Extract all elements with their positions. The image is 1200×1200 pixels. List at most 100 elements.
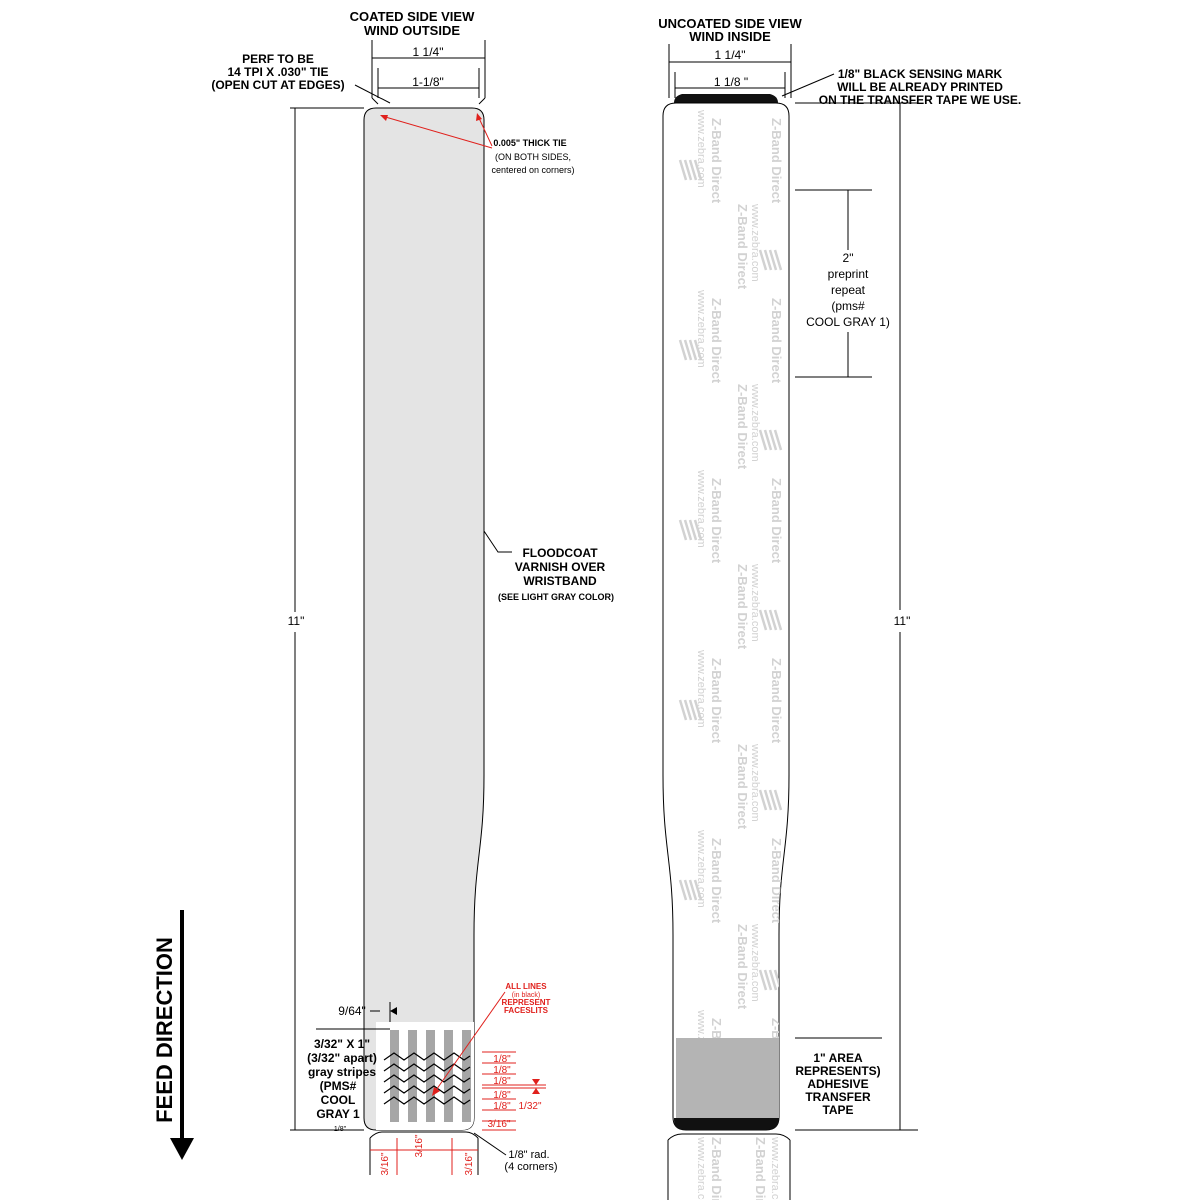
perf-tick [371, 97, 379, 105]
right-width-inner-label: 1 1/8 " [714, 75, 748, 89]
tie-note-line2: (ON BOTH SIDES, [495, 152, 571, 162]
watermark-brand-text: Z-Band Direct [709, 118, 724, 204]
alllines-line4: FACESLITS [504, 1006, 549, 1015]
inset-label: 9/64" [338, 1004, 366, 1018]
watermark-brand-text: Z-Band Direct [769, 658, 784, 744]
zebra-logo-icon [758, 609, 783, 631]
watermark-brand-text: Z-Band Direct [709, 838, 724, 924]
repeat-line3: repeat [831, 283, 866, 297]
watermark-brand-text: Z-Band Direct [709, 298, 724, 384]
gray-stripe [444, 1030, 453, 1122]
watermark-brand-text: Z-Band Direct [735, 744, 750, 830]
watermark-url-text: www.zebra.com [695, 1136, 707, 1200]
eighth-label-3: 1/8" [493, 1076, 511, 1087]
zebra-logo-icon [678, 339, 703, 361]
zebra-logo-icon [758, 789, 783, 811]
bottom-dim-label-3: 3/16" [464, 1152, 475, 1175]
repeat-line1: 2" [843, 251, 854, 265]
watermark-url-text: www.zebra.com [749, 383, 761, 462]
mark-note-line2: WILL BE ALREADY PRINTED [837, 80, 1003, 94]
radius-leader [473, 1132, 507, 1156]
inset-arrowhead [390, 1007, 397, 1015]
watermark-brand-text: Z-Band Direct [753, 1137, 768, 1200]
watermark-brand-text: Z-Band Direct [769, 118, 784, 204]
alllines-line3: REPRESENT [502, 998, 551, 1007]
feed-direction-indicator: FEED DIRECTION [152, 910, 194, 1160]
feed-direction-label: FEED DIRECTION [152, 937, 177, 1123]
zebra-logo-icon [678, 699, 703, 721]
watermark-url-text: www.zebra.com [749, 923, 761, 1002]
tie-arrowhead [380, 115, 388, 121]
watermark-brand-text: Z-Band Direct [709, 658, 724, 744]
right-width-overall-label: 1 1/4" [715, 48, 746, 62]
radius-note-line1: 1/8" rad. [508, 1149, 549, 1161]
coated-wristband-body [363, 107, 485, 1131]
alllines-arrowhead [432, 1087, 440, 1096]
watermark-url-text: www.zebra.com [749, 743, 761, 822]
eighth-label-4: 1/8" [493, 1090, 511, 1101]
watermark-brand-text: Z-Band Direct [735, 384, 750, 470]
tape-note-line2: REPRESENTS) [795, 1064, 880, 1078]
zebra-logo-icon [758, 429, 783, 451]
eighth-label-5: 1/8" [493, 1101, 511, 1112]
watermark-brand-text: Z-Band Direct [709, 478, 724, 564]
radius-note-line2: (4 corners) [504, 1161, 557, 1173]
perf-note-line2: 14 TPI X .030" TIE [227, 65, 328, 79]
tape-note-line1: 1" AREA [813, 1051, 863, 1065]
floodcoat-line2: VARNISH OVER [515, 560, 606, 574]
left-length-label: 11" [288, 614, 305, 628]
zebra-logo-icon [678, 519, 703, 541]
tie-leader-right [477, 115, 493, 147]
tie-arrowhead [476, 113, 482, 121]
stripes-note-line3: gray stripes [308, 1065, 376, 1079]
sixteenth-right-label: 3/16" [487, 1119, 510, 1130]
left-width-overall-label: 1 1/4" [413, 45, 444, 59]
stripes-note-line6: GRAY 1 [316, 1107, 360, 1121]
next-band-edge [369, 1131, 479, 1139]
right-title-line2: WIND INSIDE [689, 29, 771, 44]
tape-note-line3: ADHESIVE [807, 1077, 868, 1091]
zebra-logo-icon [678, 159, 703, 181]
coated-side-view: COATED SIDE VIEW WIND OUTSIDE 1 1/4" 1-1… [211, 9, 614, 1176]
eighth-label-1: 1/8" [493, 1054, 511, 1065]
repeat-line2: preprint [828, 267, 869, 281]
tape-note-line5: TAPE [822, 1103, 853, 1117]
watermark-brand-text: Z-Band Direct [709, 1137, 724, 1200]
thirty-second-arrowhead [532, 1088, 540, 1094]
uncoated-side-view: UNCOATED SIDE VIEW WIND INSIDE 1 1/4" 1 … [658, 16, 1021, 1200]
repeat-line5: COOL GRAY 1) [806, 315, 890, 329]
stripes-note-line2: (3/32" apart) [307, 1051, 377, 1065]
mark-leader-line [781, 73, 835, 97]
mark-note-line1: 1/8" BLACK SENSING MARK [838, 67, 1003, 81]
bottom-dim-label-2: 3/16" [414, 1134, 425, 1157]
stripes-note-line5: COOL [321, 1093, 356, 1107]
watermark-brand-text: Z-Band Direct [735, 924, 750, 1010]
right-title-line1: UNCOATED SIDE VIEW [658, 16, 802, 31]
next-band-edge [667, 1133, 791, 1141]
sensing-mark-top [674, 94, 778, 103]
stripes-note-line4: (PMS# [320, 1079, 357, 1093]
alllines-line1: ALL LINES [505, 982, 547, 991]
small-bottom-label: 1/8" [334, 1126, 347, 1133]
tie-note-line1: 0.005" THICK TIE [493, 138, 566, 148]
adhesive-transfer-tape [676, 1038, 779, 1118]
faceslit-spacing-dimensions [482, 1051, 546, 1131]
gray-stripe [462, 1030, 471, 1122]
floodcoat-line1: FLOODCOAT [522, 546, 598, 560]
repeat-line4: (pms# [831, 299, 865, 313]
perf-note-line1: PERF TO BE [242, 52, 314, 66]
zebra-logo-icon [678, 879, 703, 901]
eighth-label-2: 1/8" [493, 1065, 511, 1076]
watermark-brand-text: Z-Band Direct [735, 204, 750, 290]
tape-note-line4: TRANSFER [805, 1090, 871, 1104]
alllines-leader [433, 991, 506, 1094]
watermark-url-text: www.zebra.com [769, 1136, 781, 1200]
floodcoat-line3: WRISTBAND [523, 574, 597, 588]
right-length-label: 11" [894, 614, 911, 628]
faceslit-zigzags [383, 1052, 471, 1105]
left-width-inner-label: 1-1/8" [412, 75, 444, 89]
stripes-note-line1: 3/32" X 1" [314, 1037, 370, 1051]
watermark-brand-text: Z-Band Direct [735, 564, 750, 650]
watermark-url-text: www.zebra.com [749, 563, 761, 642]
bottom-dim-label-1: 3/16" [380, 1152, 391, 1175]
